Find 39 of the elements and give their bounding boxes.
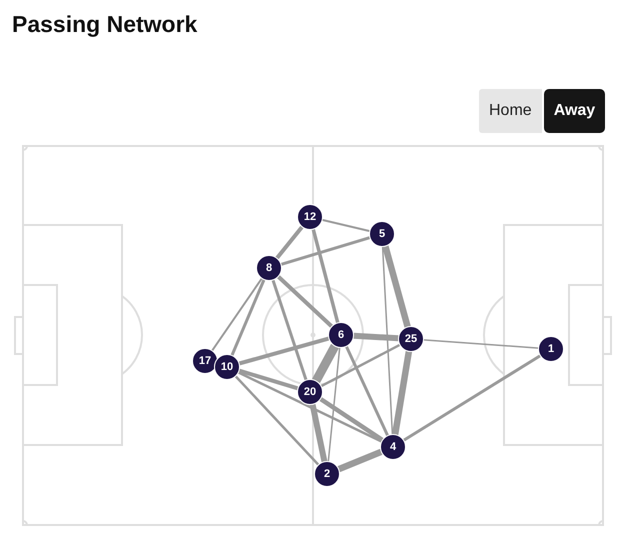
home-toggle-button: Home: [479, 89, 542, 133]
pass-line: [280, 236, 370, 266]
pass-line: [392, 350, 412, 436]
pass-line: [328, 347, 340, 462]
player-marker: 6: [328, 322, 354, 348]
pass-line: [319, 397, 384, 442]
player-marker: 1: [538, 336, 564, 362]
pass-line: [211, 278, 263, 352]
pass-line: [310, 404, 328, 462]
player-marker: 8: [256, 255, 282, 281]
pass-line: [337, 448, 383, 472]
player-marker: 25: [398, 326, 424, 352]
pass-line: [382, 245, 411, 328]
pass-line: [320, 344, 400, 388]
pass-line: [271, 279, 308, 381]
pass-line: [402, 354, 542, 442]
pass-line: [344, 346, 390, 436]
player-marker: 2: [314, 461, 340, 487]
away-toggle-button: Away: [544, 89, 606, 133]
chart-title: Passing Network: [12, 10, 198, 38]
pass-line: [276, 275, 334, 328]
pass-line: [238, 371, 382, 443]
player-marker: 10: [214, 354, 240, 380]
pass-line: [353, 332, 399, 342]
pass-line: [234, 375, 320, 466]
pass-line: [275, 225, 304, 260]
pass-line: [230, 278, 266, 356]
pass-line: [238, 368, 299, 390]
player-marker: 4: [380, 434, 406, 460]
player-marker: 17: [192, 348, 218, 374]
pass-line: [382, 246, 394, 435]
pass-line: [423, 339, 539, 349]
player-marker: 20: [297, 379, 323, 405]
player-marker: 5: [369, 221, 395, 247]
pass-line: [312, 344, 339, 384]
pass-line: [312, 228, 340, 324]
player-marker: 12: [297, 204, 323, 230]
pass-line: [238, 336, 330, 366]
pass-line: [322, 218, 370, 232]
